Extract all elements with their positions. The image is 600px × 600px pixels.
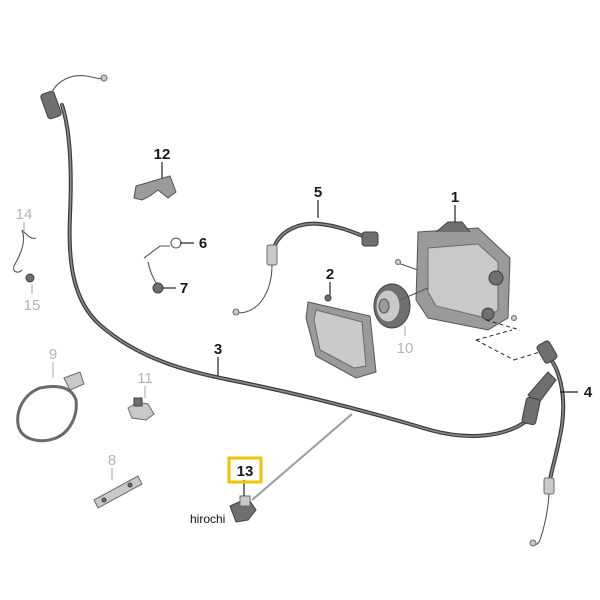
part-14-spring — [13, 229, 37, 273]
cable-5 — [232, 221, 379, 316]
part-9-clamp — [16, 371, 85, 443]
part-15-screw — [25, 273, 35, 283]
callout-11[interactable]: 11 — [137, 370, 153, 387]
part-8-plate — [93, 475, 143, 509]
callout-2[interactable]: 2 — [326, 266, 334, 283]
callout-6[interactable]: 6 — [199, 235, 207, 252]
part-6-clip — [143, 237, 182, 287]
callout-12[interactable]: 12 — [154, 146, 171, 163]
callout-13[interactable]: 13 — [237, 463, 254, 480]
callout-numbers: 1 2 3 4 5 6 7 8 9 10 11 12 13 14 15 — [16, 146, 593, 480]
callout-3[interactable]: 3 — [214, 341, 222, 358]
part-13-rod — [229, 413, 353, 523]
part-12-bracket — [133, 175, 177, 201]
connection-lines — [475, 315, 541, 361]
callout-5[interactable]: 5 — [314, 184, 322, 201]
callout-7[interactable]: 7 — [180, 280, 188, 297]
callout-14[interactable]: 14 — [16, 206, 33, 223]
part-1-housing — [394, 221, 511, 331]
cable-4 — [529, 340, 566, 547]
part-10-drum — [373, 283, 429, 329]
cable-3 — [40, 74, 557, 438]
callout-8[interactable]: 8 — [108, 452, 116, 469]
callout-9[interactable]: 9 — [49, 346, 57, 363]
watermark: hirochi — [190, 512, 225, 526]
part-11-clip — [127, 397, 155, 421]
part-7-screw — [152, 282, 164, 294]
callout-15[interactable]: 15 — [24, 297, 41, 314]
callout-1[interactable]: 1 — [451, 189, 459, 206]
leader-lines — [23, 162, 578, 496]
callout-10[interactable]: 10 — [397, 340, 414, 357]
highlight-box-13 — [227, 456, 263, 484]
part-2-cover — [305, 294, 377, 379]
callout-4[interactable]: 4 — [584, 384, 593, 401]
